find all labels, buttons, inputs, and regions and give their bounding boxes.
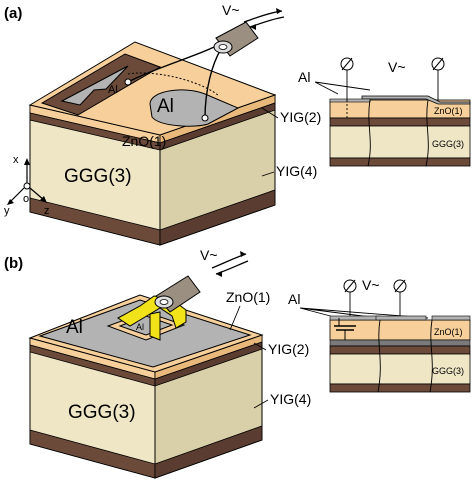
panel-b-callout-zno: ZnO(1) [226, 289, 270, 305]
panel-a-voltage-arrow-icon [243, 10, 283, 23]
panel-a-voltage-label: V~ [222, 2, 240, 18]
panel-b-section-zno: ZnO(1) [434, 327, 463, 337]
panel-a-section-voltage: V~ [388, 59, 406, 75]
panel-a-large-electrode [149, 89, 240, 127]
panel-a-section-zno: ZnO(1) [434, 106, 463, 116]
panel-a-axes-icon [7, 158, 47, 205]
panel-a-buried-electrode [127, 72, 219, 96]
panel-b-tag: (b) [4, 255, 23, 272]
panel-a-axis-z: z [44, 205, 50, 217]
panel-a: (a) Al Al ZnO(1) GGG(3) [4, 2, 471, 246]
panel-b-block-left-face [29, 337, 156, 479]
panel-a-zno-label: ZnO(1) [122, 133, 166, 149]
panel-a-probe [124, 21, 259, 122]
panel-b: (b) Al Al GGG(3) V~ [4, 247, 471, 479]
panel-b-probe [117, 275, 201, 341]
panel-a-cross-section [329, 57, 471, 167]
panel-a-section-ggg: GGG(3) [432, 139, 464, 149]
panel-a-axis-x: x [13, 154, 19, 166]
panel-a-axis-y: y [4, 205, 10, 217]
panel-a-block-left-face [29, 104, 161, 246]
panel-b-large-electrode-label: Al [66, 317, 83, 338]
panel-b-section-ggg: GGG(3) [432, 366, 464, 376]
panel-a-callout-yig-bottom: YIG(4) [276, 163, 317, 179]
panel-a-large-electrode-label: Al [157, 96, 174, 117]
panel-b-callout-yig-bottom: YIG(4) [270, 391, 311, 407]
panel-b-block-right-face [154, 334, 263, 479]
panel-b-callout-al: Al [288, 291, 300, 307]
panel-b-small-electrode-label: Al [136, 322, 144, 332]
panel-a-small-electrode [60, 65, 129, 106]
panel-b-ggg-label: GGG(3) [68, 402, 136, 423]
panel-a-callout-yig-top: YIG(2) [280, 109, 321, 125]
panel-a-callout-al: Al [298, 69, 310, 85]
panel-b-section-voltage: V~ [362, 277, 380, 293]
panel-b-voltage-label: V~ [200, 247, 218, 263]
panel-a-ggg-label: GGG(3) [64, 166, 132, 187]
panel-b-cross-section [329, 279, 471, 393]
panel-a-axis-origin: o [23, 193, 29, 205]
panel-a-tag: (a) [4, 5, 22, 22]
panel-b-callout-yig-top: YIG(2) [268, 341, 309, 357]
panel-a-small-electrode-label: Al [108, 84, 118, 96]
